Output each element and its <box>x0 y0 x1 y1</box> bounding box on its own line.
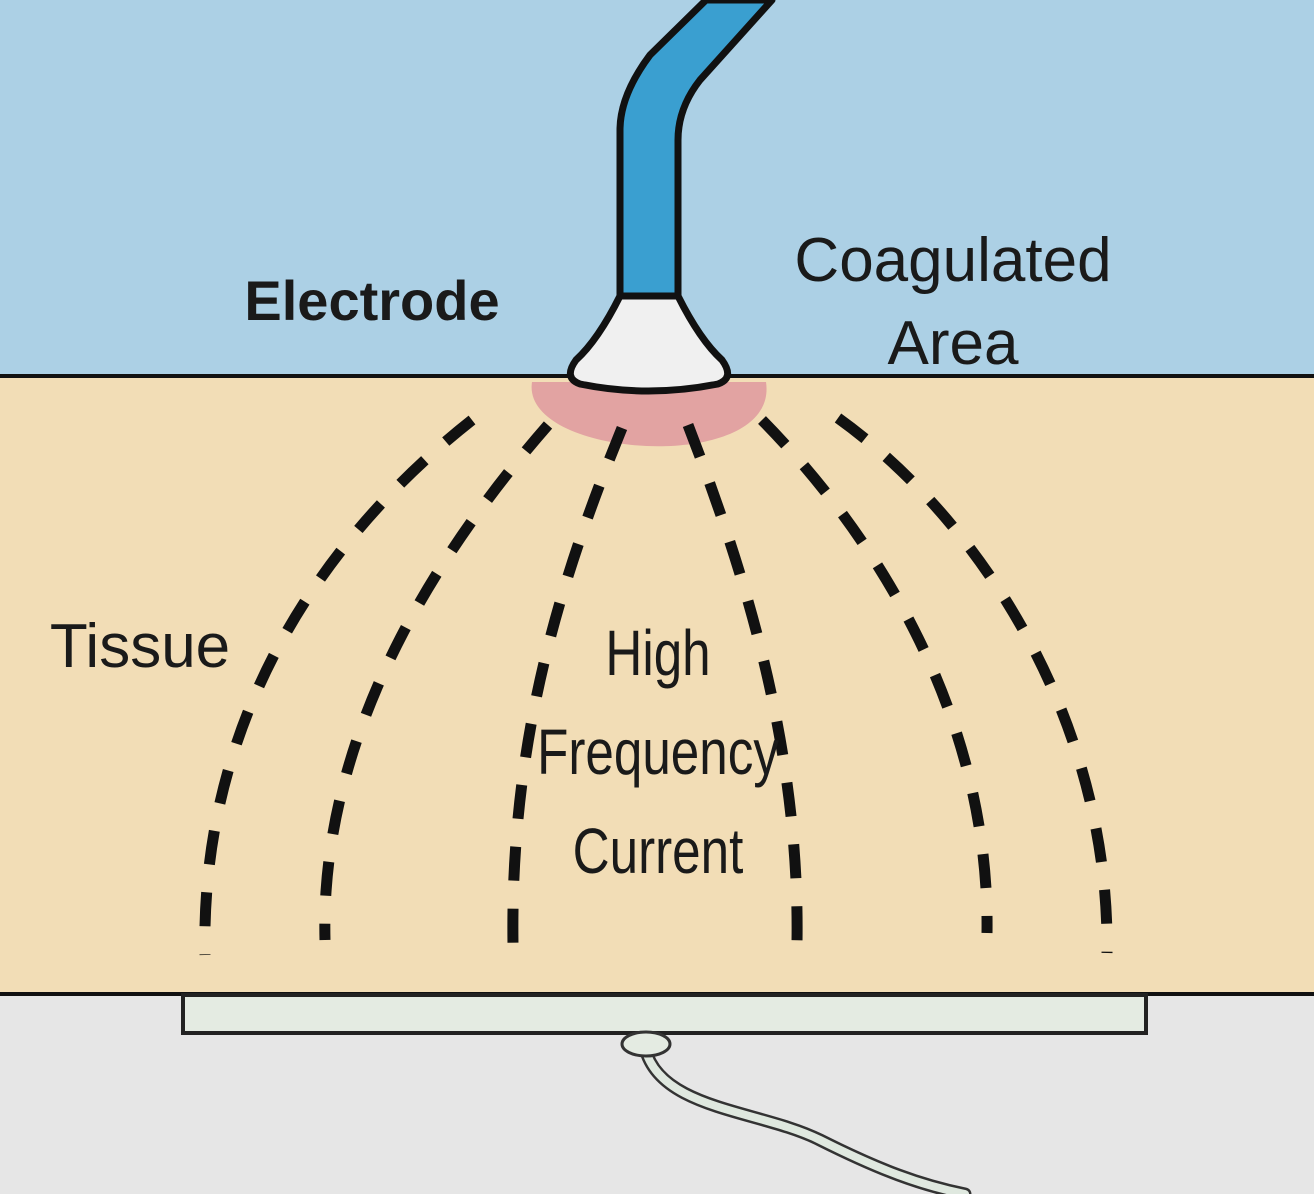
return-electrode-plate-icon <box>181 993 1148 1194</box>
coagulated-area-label-line2: Area <box>888 309 1019 378</box>
current-label-line2: Frequency <box>537 718 779 789</box>
return-cable-core <box>641 1044 969 1194</box>
return-connector <box>620 1030 672 1058</box>
electrode-tip <box>566 292 732 395</box>
current-line <box>199 415 476 956</box>
tissue-region <box>0 376 1314 994</box>
current-label-line3: Current <box>573 817 744 888</box>
coagulated-area-label-line1: Coagulated <box>794 226 1111 295</box>
current-line <box>834 413 1113 954</box>
current-line <box>507 425 628 946</box>
electrode-probe-icon <box>566 0 776 395</box>
current-label-line1: High <box>605 619 710 690</box>
current-line <box>682 423 803 943</box>
current-line <box>319 421 553 941</box>
electrode-label: Electrode <box>244 269 499 332</box>
tissue-label: Tissue <box>50 612 230 681</box>
return-plate <box>181 993 1148 1035</box>
current-line <box>758 416 993 934</box>
current-field-lines <box>199 413 1113 956</box>
coagulated-area <box>531 382 767 447</box>
